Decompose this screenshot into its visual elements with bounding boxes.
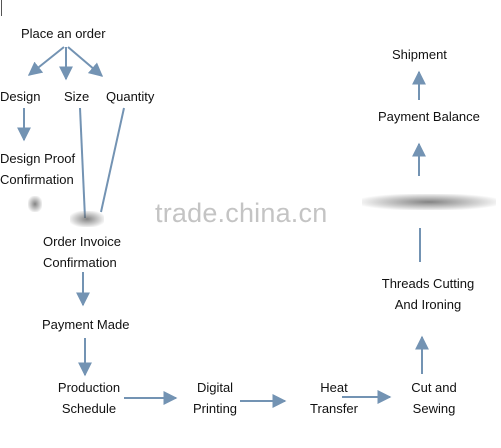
node-design-proof-line1: Design Proof [0, 151, 76, 166]
node-digital-line1: Digital [196, 380, 234, 395]
node-design: Design [0, 89, 41, 104]
node-cut-line2: Sewing [412, 401, 456, 416]
node-order-invoice: Order Invoice Confirmation [43, 231, 121, 273]
arrow-order-to-design [27, 46, 65, 76]
node-production-schedule: Production Schedule [50, 377, 128, 419]
node-heat-transfer: Heat Transfer [303, 377, 365, 419]
node-design-proof: Design Proof Confirmation [0, 148, 75, 190]
node-place-order: Place an order [21, 26, 106, 41]
node-cut-sewing: Cut and Sewing [403, 377, 465, 419]
blurred-label-left [70, 211, 104, 227]
node-heat-line1: Heat [320, 380, 348, 395]
node-shipment: Shipment [392, 47, 447, 62]
node-order-invoice-line1: Order Invoice [43, 234, 122, 249]
node-order-invoice-line2: Confirmation [43, 255, 117, 270]
node-digital-line2: Printing [192, 401, 238, 416]
arrow-quantity-to-invoice [100, 107, 125, 213]
arrow-size-to-invoice [79, 107, 86, 219]
blurred-mark-left-edge [28, 196, 42, 212]
node-cut-line1: Cut and [411, 380, 457, 395]
node-size: Size [64, 89, 90, 104]
node-payment-balance: Payment Balance [378, 109, 480, 124]
node-payment-made: Payment Made [42, 317, 130, 332]
node-production-line2: Schedule [61, 401, 117, 416]
node-threads-ironing: Threads Cutting And Ironing [372, 273, 484, 315]
arrow-order-to-quantity [67, 46, 104, 77]
node-digital-printing: Digital Printing [186, 377, 244, 419]
node-heat-line2: Transfer [310, 401, 358, 416]
node-threads-line1: Threads Cutting [381, 276, 475, 291]
blurred-label-right [362, 194, 496, 210]
node-threads-line2: And Ironing [394, 297, 462, 312]
watermark: trade.china.cn [155, 198, 328, 228]
node-production-line1: Production [57, 380, 121, 395]
node-design-proof-line2: Confirmation [0, 172, 74, 187]
node-quantity: Quantity [106, 89, 155, 104]
left-edge-line [1, 0, 2, 16]
